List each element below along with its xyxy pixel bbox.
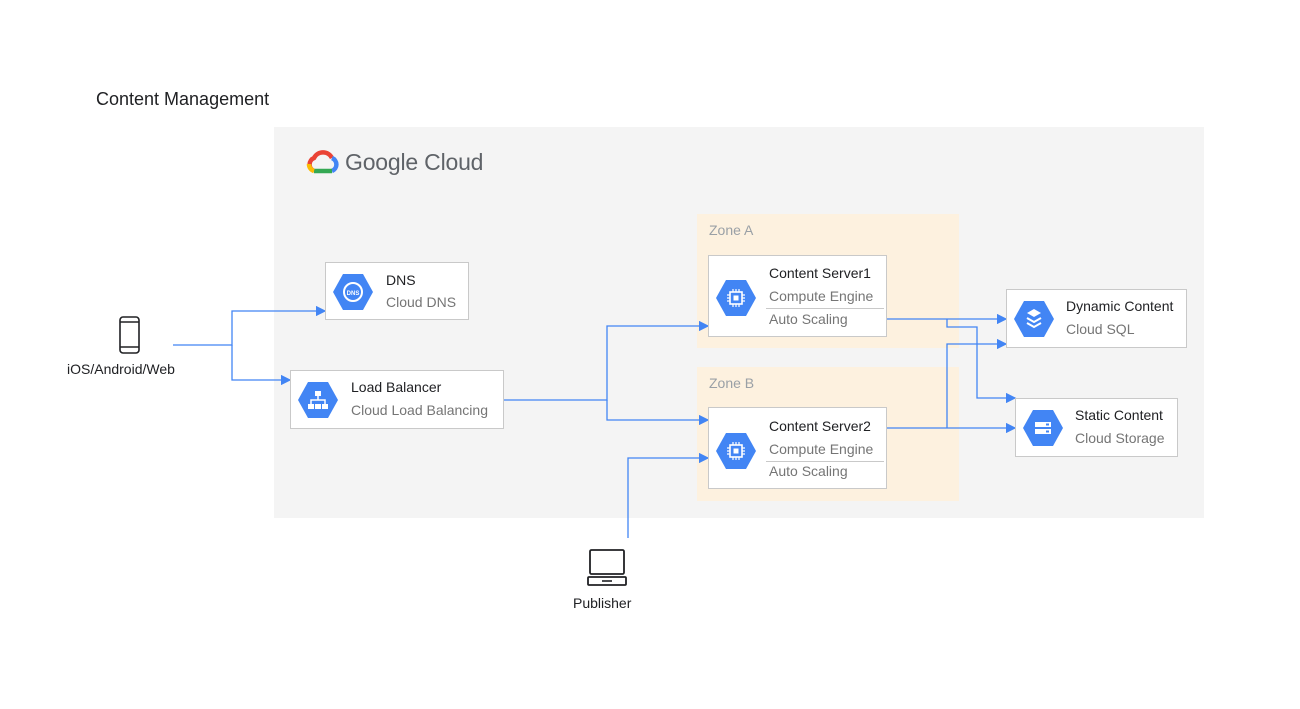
google-cloud-logo-icon bbox=[306, 150, 339, 174]
storage-title: Static Content bbox=[1075, 407, 1163, 423]
laptop-icon bbox=[587, 549, 627, 592]
node-content-server1[interactable]: Content Server1 Compute Engine Auto Scal… bbox=[708, 255, 887, 337]
zone-b-label: Zone B bbox=[709, 375, 755, 391]
svg-text:DNS: DNS bbox=[347, 291, 360, 297]
server1-title: Content Server1 bbox=[769, 265, 871, 281]
sql-service: Cloud SQL bbox=[1066, 321, 1135, 337]
server1-service: Compute Engine bbox=[769, 288, 874, 304]
edge-lb-server1 bbox=[504, 320, 710, 401]
cloud-storage-icon bbox=[1023, 410, 1063, 446]
lb-title: Load Balancer bbox=[351, 379, 442, 395]
node-dynamic-content[interactable]: Dynamic Content Cloud SQL bbox=[1006, 289, 1187, 348]
devices-label: iOS/Android/Web bbox=[67, 361, 175, 377]
compute-engine-icon bbox=[716, 433, 756, 469]
node-static-content[interactable]: Static Content Cloud Storage bbox=[1015, 398, 1178, 457]
node-content-server2[interactable]: Content Server2 Compute Engine Auto Scal… bbox=[708, 407, 887, 489]
publisher-label: Publisher bbox=[573, 595, 632, 611]
storage-service: Cloud Storage bbox=[1075, 430, 1165, 446]
edge-publisher-server2 bbox=[627, 452, 710, 538]
google-cloud-wordmark: Google Cloud bbox=[345, 148, 484, 175]
server2-service: Compute Engine bbox=[769, 441, 874, 457]
dns-service: Cloud DNS bbox=[386, 294, 457, 310]
cloud-sql-icon bbox=[1014, 301, 1054, 337]
compute-engine-icon bbox=[716, 280, 756, 316]
node-load-balancer[interactable]: Load Balancer Cloud Load Balancing bbox=[290, 370, 504, 429]
diagram-title: Content Management bbox=[96, 89, 270, 109]
server2-title: Content Server2 bbox=[769, 418, 871, 434]
edge-devices-lb bbox=[231, 345, 292, 386]
edge-lb-server2 bbox=[606, 400, 710, 426]
mobile-device-icon bbox=[119, 316, 140, 359]
sql-title: Dynamic Content bbox=[1066, 298, 1174, 314]
zone-a-label: Zone A bbox=[709, 222, 754, 238]
edge-server1-storage bbox=[946, 319, 1017, 404]
edge-devices-dns bbox=[173, 305, 327, 346]
dns-title: DNS bbox=[386, 272, 416, 288]
cloud-dns-icon: DNS bbox=[333, 274, 373, 310]
server2-feature: Auto Scaling bbox=[769, 463, 848, 479]
server1-feature: Auto Scaling bbox=[769, 311, 848, 327]
server1-divider bbox=[766, 308, 884, 309]
node-dns[interactable]: DNS DNS Cloud DNS bbox=[325, 262, 469, 320]
load-balancing-icon bbox=[298, 382, 338, 418]
lb-service: Cloud Load Balancing bbox=[351, 402, 488, 418]
google-cloud-logo: Google Cloud bbox=[305, 146, 483, 178]
server2-divider bbox=[766, 461, 884, 462]
edge-server2-sql bbox=[946, 338, 1008, 428]
